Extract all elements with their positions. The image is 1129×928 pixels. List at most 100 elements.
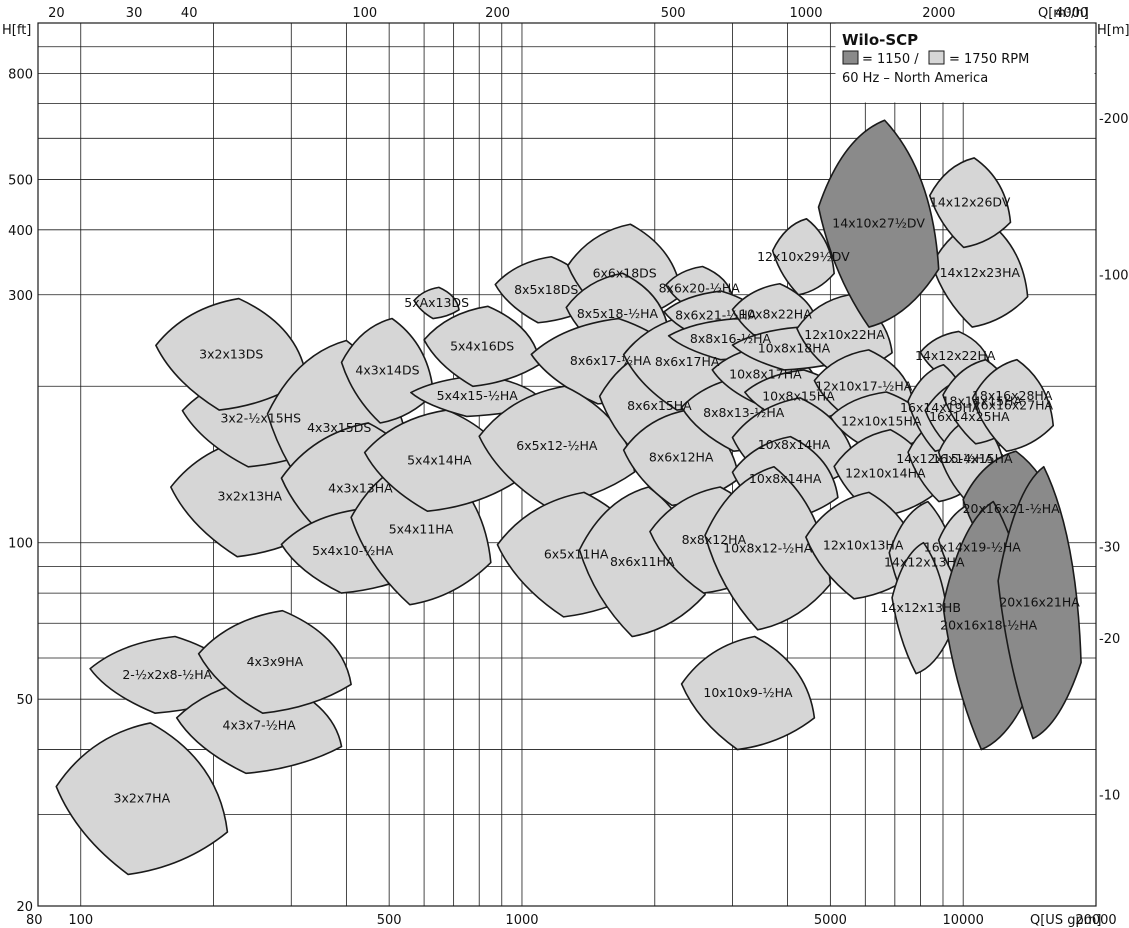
pump-region-59: [817, 119, 940, 328]
left-tick-label: 50: [16, 693, 33, 708]
pump-label-60: 20x16x21-½HA: [963, 501, 1061, 516]
bottom-tick-label: 20000: [1075, 913, 1116, 928]
top-tick-label: 1000: [789, 6, 822, 21]
left-tick-label: 300: [8, 289, 33, 304]
pump-label-17: 8x5x18DS: [514, 282, 578, 297]
right-tick-label: -100: [1099, 269, 1129, 284]
bottom-tick-label: 100: [68, 913, 93, 928]
pump-label-55: 16x14x15HA: [932, 451, 1013, 466]
pump-label-37: 10x8x14HA: [749, 471, 822, 486]
pump-region-45: [771, 218, 835, 296]
left-tick-label: 500: [8, 173, 33, 188]
pump-label-14: 5x4x15-½HA: [437, 388, 519, 403]
top-tick-label: 4000: [1055, 6, 1088, 21]
plot-frame: [37, 22, 1097, 907]
pump-label-39: 10x10x9-½HA: [703, 685, 793, 700]
bottom-tick-label: 500: [377, 913, 402, 928]
pump-label-23: 6x5x11HA: [544, 547, 609, 562]
legend-label-1150: = 1150 /: [862, 52, 919, 67]
top-axis-label: Q[m³/h]: [1038, 6, 1089, 21]
pump-label-24: 8x6x11HA: [610, 554, 675, 569]
pump-label-47: 14x12x13HB: [880, 600, 961, 615]
pump-label-61: 20x16x18-½HA: [940, 618, 1038, 633]
pump-label-45: 12x10x29½DV: [757, 249, 850, 264]
pump-label-13: 5x4x14HA: [407, 453, 472, 468]
left-tick-label: 800: [8, 67, 33, 82]
top-tick-label: 100: [352, 6, 377, 21]
pump-label-56: 18x14x15HA: [942, 394, 1023, 409]
pump-label-32: 10x8x22HA: [739, 306, 812, 321]
pump-curve-labels: 3x2x7HA 2-½x2x8-½HA 4x3x7-½HA 4x3x9HA 3x2x13…: [114, 195, 1081, 806]
pump-label-33: 10x8x17HA: [729, 366, 802, 381]
pump-label-18: 6x6x18DS: [593, 266, 657, 281]
pump-label-2: 2-½x2x8-½HA: [122, 667, 212, 682]
pump-label-28: 8x6x21-½HA: [675, 308, 757, 323]
pump-label-51: 14x12x26DV: [930, 195, 1011, 210]
pump-region-38: [704, 465, 832, 631]
legend-title: Wilo-SCP: [842, 31, 918, 49]
pump-label-10: 4x3x13HA: [328, 481, 393, 496]
pump-label-22: 6x5x12-½HA: [516, 438, 598, 453]
left-tick-label: 100: [8, 537, 33, 552]
top-tick-label: 500: [661, 6, 686, 21]
right-tick-label: -10: [1099, 788, 1120, 803]
pump-label-16: 5xAx13DS: [404, 295, 469, 310]
pump-label-42: 12x10x15HA: [841, 414, 922, 429]
pump-label-48: 14x12x15-½HA: [896, 451, 994, 466]
pump-label-26: 8x6x12HA: [649, 450, 714, 465]
pump-label-20: 8x6x17-½HA: [570, 353, 652, 368]
pump-label-29: 8x8x16-½HA: [690, 331, 772, 346]
pump-label-50: 14x12x23HA: [940, 265, 1021, 280]
pump-region-4: [197, 609, 352, 714]
left-tick-label: 20: [16, 900, 33, 915]
legend-background: [835, 23, 1095, 103]
pump-label-59: 14x10x27½DV: [832, 216, 925, 231]
pump-region-16: [413, 286, 460, 320]
legend-label-1750: = 1750 RPM: [949, 52, 1029, 67]
bottom-tick-label: 80: [26, 913, 43, 928]
pump-label-57: 18x16x28HA: [972, 388, 1053, 403]
pump-region-1: [55, 722, 229, 876]
pump-label-41: 12x10x17-½HA: [815, 378, 913, 393]
pump-label-4: 4x3x9HA: [247, 654, 304, 669]
pump-curve-regions: [55, 119, 1082, 876]
top-tick-label: 2000: [922, 6, 955, 21]
top-tick-label: 20: [48, 6, 65, 21]
pump-label-31: 8x8x13-½HA: [703, 405, 785, 420]
bottom-tick-label: 10000: [943, 913, 984, 928]
pump-label-21: 8x6x20-½HA: [659, 280, 741, 295]
pump-label-3: 4x3x7-½HA: [223, 717, 297, 732]
pump-label-7: 3x2x13DS: [199, 346, 263, 361]
pump-label-52: 16x14x19HA: [900, 400, 981, 415]
pump-label-44: 12x10x13HA: [823, 538, 904, 553]
pump-label-9: 4x3x14DS: [355, 363, 419, 378]
pump-region-58: [971, 358, 1055, 453]
pump-label-36: 10x8x14HA: [758, 437, 831, 452]
left-axis-label: H[ft]: [2, 23, 31, 38]
left-tick-label: 400: [8, 224, 33, 239]
pump-label-46: 14x12x13HA: [884, 554, 965, 569]
pump-label-38: 10x8x12-½HA: [723, 540, 813, 555]
right-axis-label: H[m]: [1097, 23, 1129, 38]
top-tick-label: 200: [485, 6, 510, 21]
pump-label-1: 3x2x7HA: [114, 791, 171, 806]
pump-label-15: 5x4x16DS: [450, 338, 514, 353]
pump-label-49: 14x12x22HA: [915, 348, 996, 363]
pump-label-54: 16x14x19-½HA: [924, 539, 1022, 554]
top-tick-label: 40: [181, 6, 198, 21]
right-tick-label: -20: [1099, 632, 1120, 647]
top-tick-label: 30: [126, 6, 143, 21]
pump-label-5: 3x2x13HA: [218, 489, 283, 504]
pump-label-35: 10x8x15HA: [762, 388, 835, 403]
right-tick-label: -30: [1099, 540, 1120, 555]
pump-label-25: 8x6x15HA: [627, 398, 692, 413]
pump-label-53: 16x14x25HA: [929, 409, 1010, 424]
pump-region-22: [478, 385, 636, 507]
legend-swatch-1750: [928, 50, 945, 65]
pump-label-34: 10x8x18HA: [758, 341, 831, 356]
legend-swatch-1150: [842, 50, 859, 65]
pump-label-6: 3x2-½x15HS: [220, 410, 301, 425]
pump-region-62: [997, 465, 1082, 740]
